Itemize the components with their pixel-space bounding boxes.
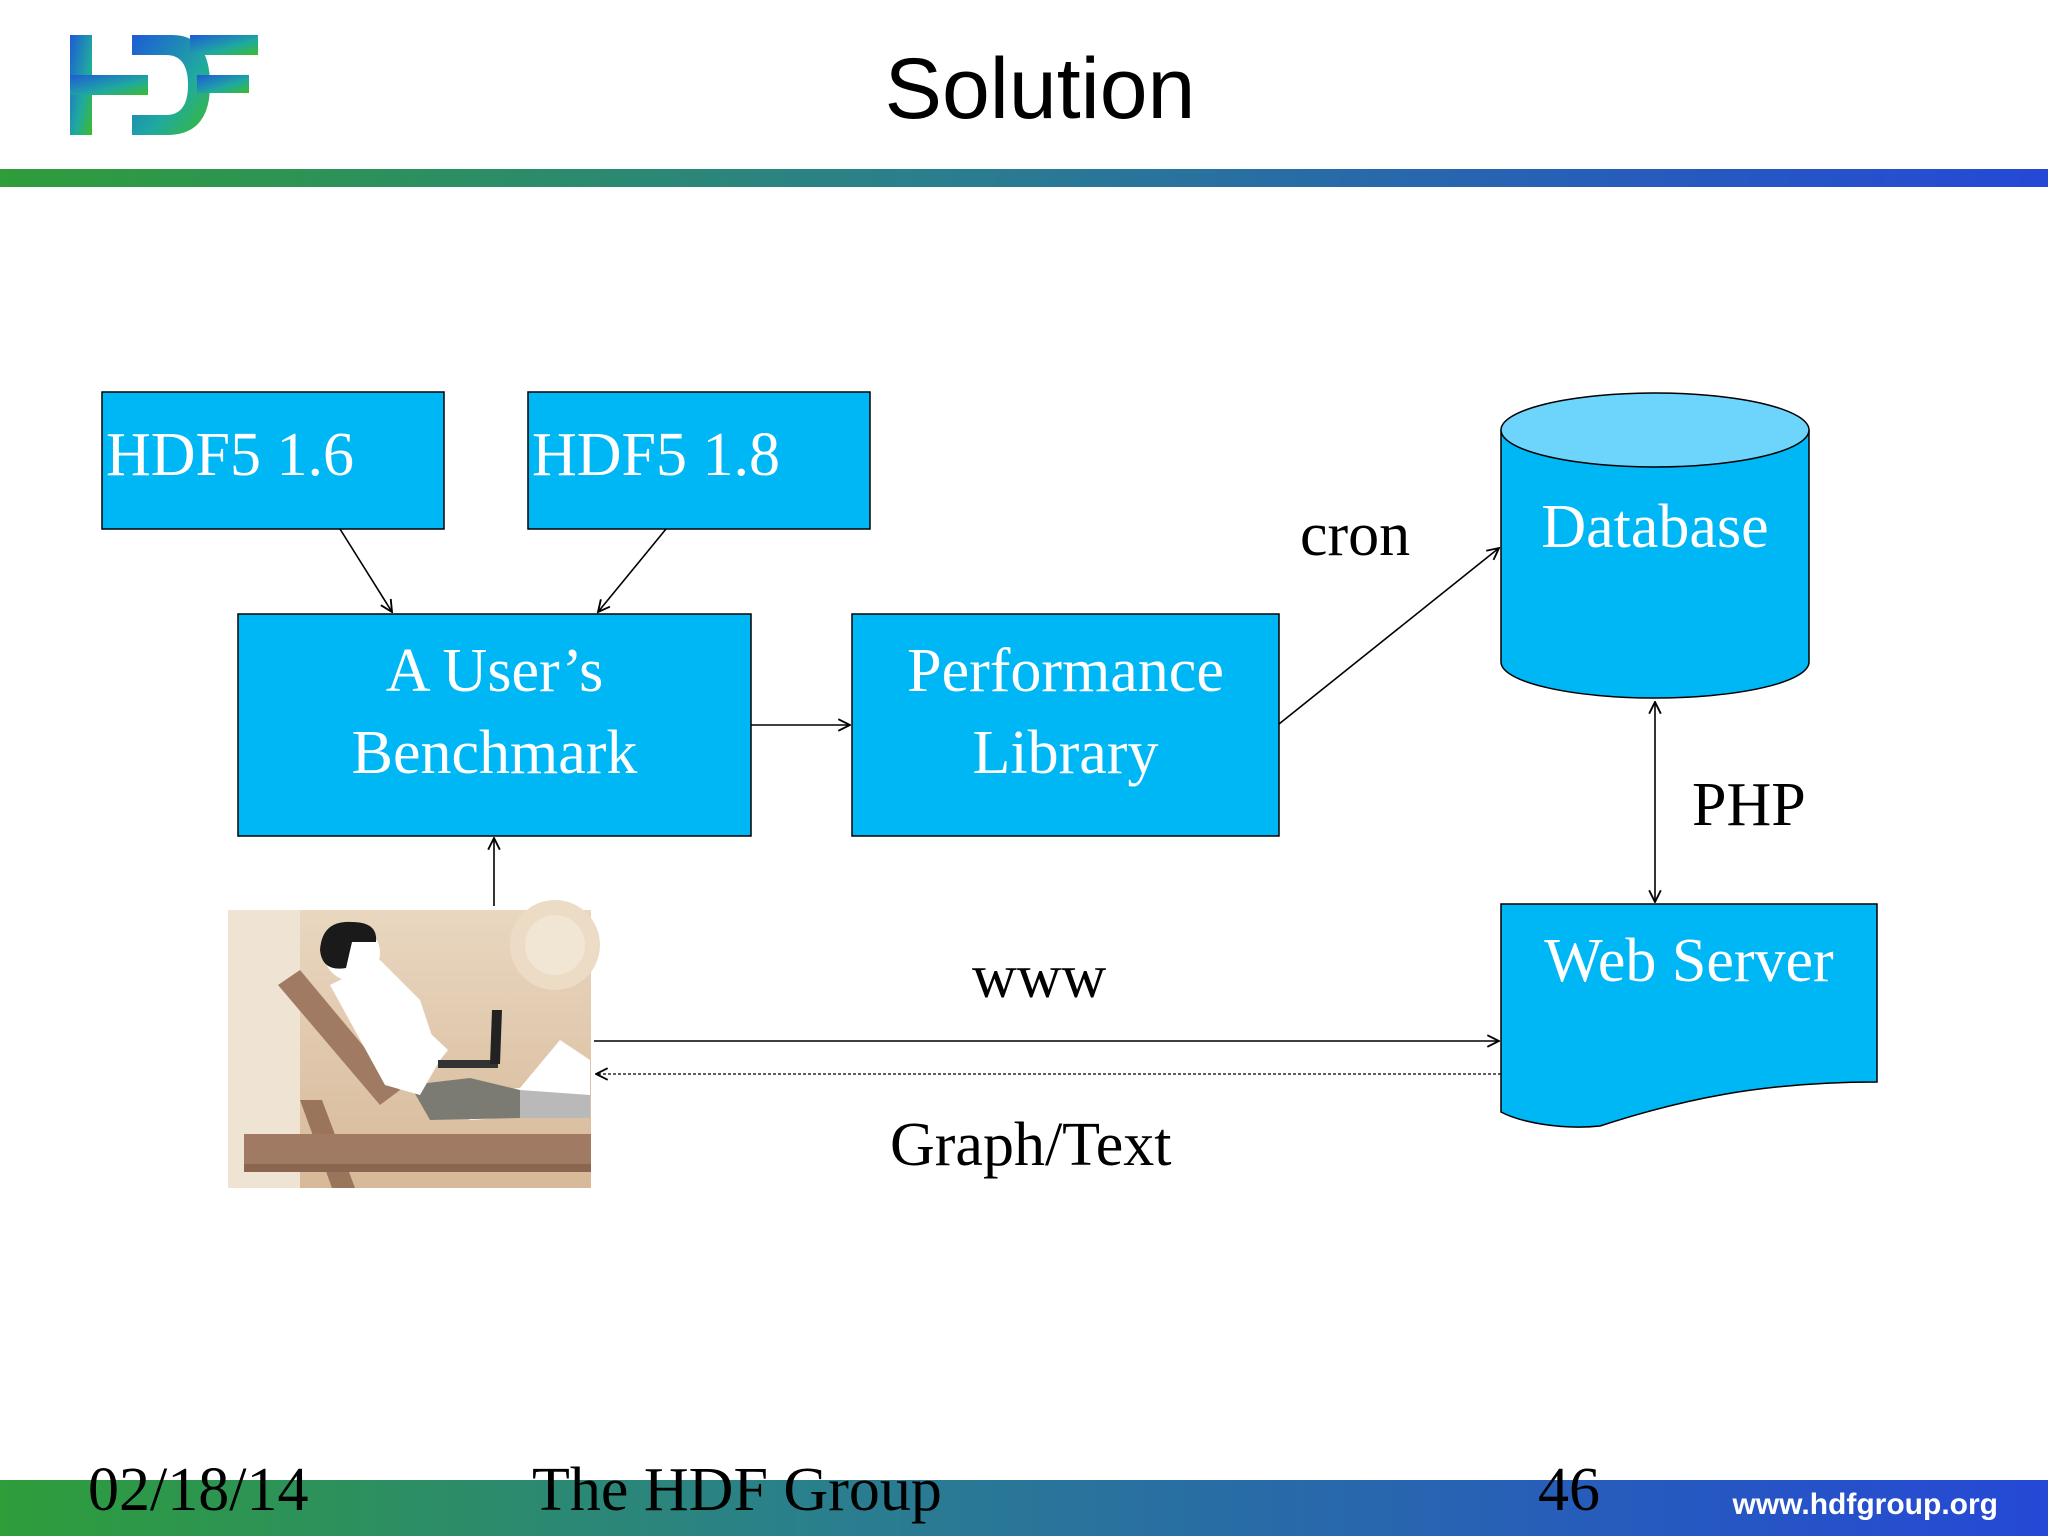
node-benchmark-label-2: Benchmark [351, 719, 638, 787]
node-performance-label-2: Library [972, 719, 1159, 787]
node-hdf5-18 [527, 391, 871, 530]
edge-label-www: www [972, 943, 1107, 1011]
node-database [1500, 392, 1810, 699]
node-benchmark [237, 613, 752, 837]
user-laptop-illustration [228, 900, 600, 1188]
node-web-server [1500, 903, 1878, 1128]
footer-url: www.hdfgroup.org [1732, 1488, 1998, 1521]
node-performance-label-1: Performance [907, 637, 1224, 705]
edge-hdf518-benchmark [598, 528, 667, 612]
footer-band [0, 1480, 2048, 1536]
node-hdf5-18-label: HDF5 1.8 [531, 421, 781, 489]
node-database-label: Database [1541, 493, 1769, 561]
hdf-logo-icon [70, 35, 258, 135]
node-hdf5-16 [101, 391, 445, 530]
slide-title: Solution [884, 41, 1196, 137]
node-performance-library [851, 613, 1280, 837]
footer-date: 02/18/14 [88, 1456, 309, 1524]
footer-page-number: 46 [1538, 1456, 1600, 1524]
edge-label-graph-text: Graph/Text [890, 1111, 1172, 1179]
edge-label-php: PHP [1692, 771, 1806, 839]
node-hdf5-16-label: HDF5 1.6 [105, 421, 355, 489]
node-benchmark-label-1: A User’s [385, 637, 604, 705]
edge-performance-database [1278, 548, 1499, 725]
title-rule [0, 169, 2048, 187]
footer-org: The HDF Group [532, 1456, 942, 1524]
node-web-server-label: Web Server [1544, 927, 1834, 995]
edge-hdf516-benchmark [339, 528, 392, 612]
edge-label-cron: cron [1300, 501, 1411, 569]
